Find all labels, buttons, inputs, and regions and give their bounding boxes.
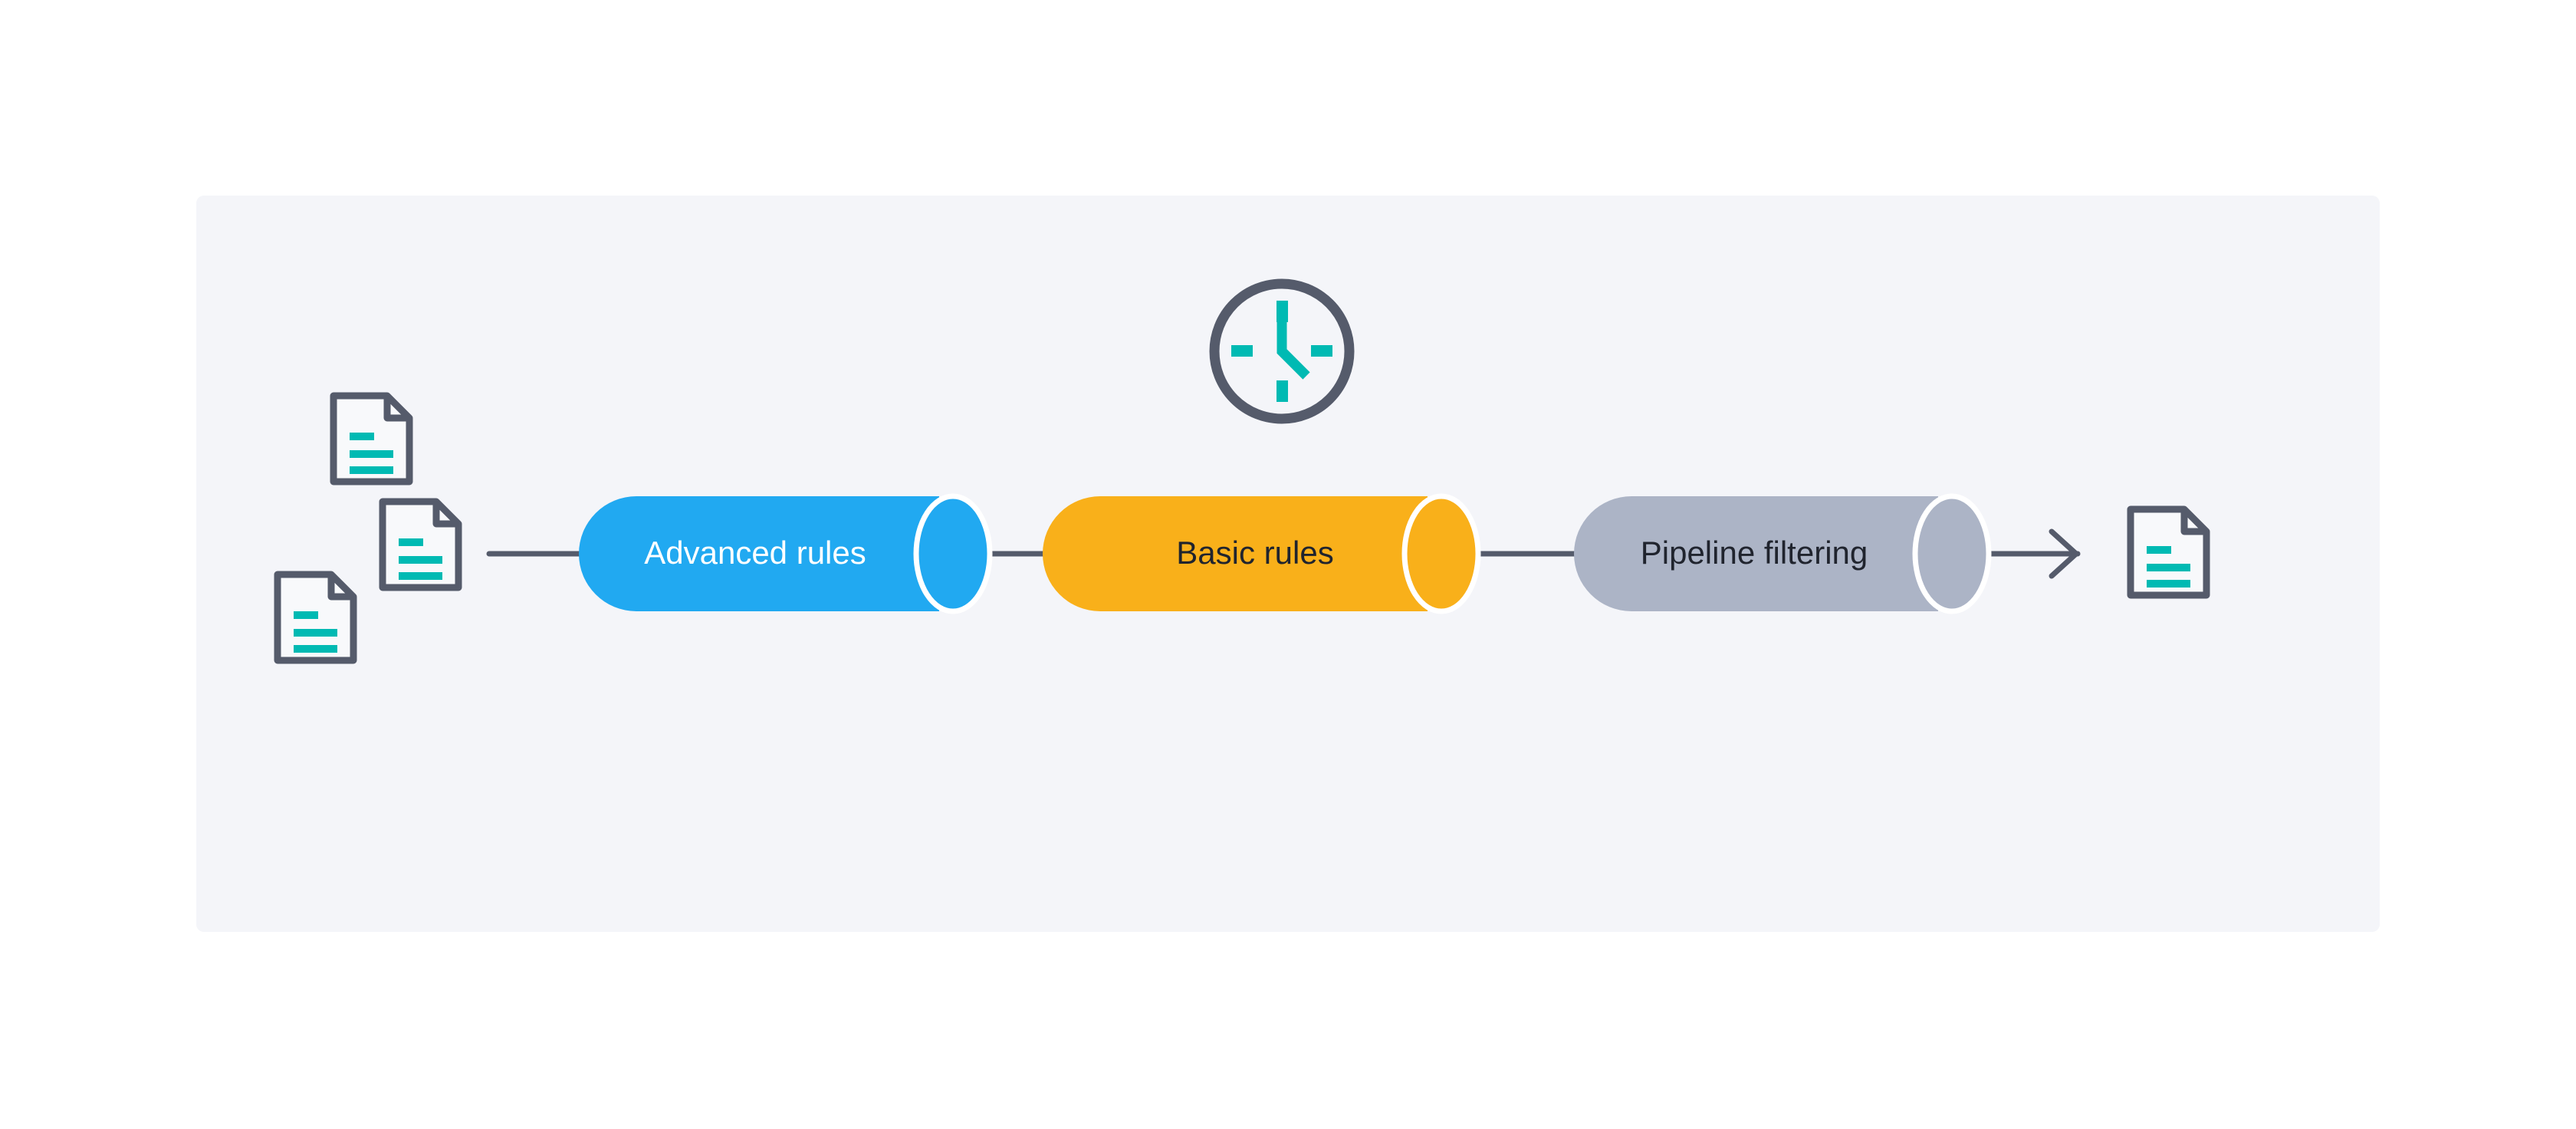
stage-label-advanced-rules: Advanced rules [644, 535, 866, 571]
stage-basic-rules[interactable]: Basic rules [1043, 493, 1481, 614]
stage-label-basic-rules: Basic rules [1176, 535, 1333, 571]
document-fold-icon [383, 396, 409, 422]
cylinder-body [579, 496, 939, 611]
document-line-long-2 [294, 645, 337, 653]
document-fold-icon [327, 574, 353, 601]
cylinder-body [1574, 496, 1938, 611]
document-line-short [399, 538, 423, 546]
document-line-short [2147, 546, 2171, 554]
schedule-clock [1209, 278, 1355, 424]
document-line-long-1 [294, 629, 337, 637]
clock-tick-6 [1276, 380, 1288, 402]
output-document-1 [2127, 505, 2210, 599]
stage-label-pipeline-filtering: Pipeline filtering [1641, 535, 1868, 571]
clock-tick-12 [1276, 301, 1288, 322]
cylinder-cap [913, 493, 993, 614]
cylinder-body [1043, 496, 1428, 611]
cylinder-cap [1912, 493, 1992, 614]
input-document-2 [379, 498, 462, 591]
document-line-long-1 [2147, 564, 2190, 571]
clock-tick-3 [1311, 345, 1332, 357]
document-line-short [294, 611, 318, 619]
cylinder-cap [1401, 493, 1481, 614]
stage-advanced-rules[interactable]: Advanced rules [579, 493, 993, 614]
document-line-long-2 [350, 466, 393, 474]
document-line-long-2 [2147, 580, 2190, 588]
document-line-short [350, 433, 374, 440]
stage-pipeline-filtering[interactable]: Pipeline filtering [1574, 493, 1992, 614]
input-document-3 [274, 571, 357, 664]
clock-hands-icon [1276, 319, 1310, 380]
document-line-long-1 [350, 450, 393, 458]
document-fold-icon [2180, 509, 2206, 535]
arrow-head-icon [2049, 528, 2079, 579]
document-line-long-2 [399, 572, 442, 580]
input-document-1 [330, 392, 413, 486]
clock-tick-9 [1231, 345, 1253, 357]
document-fold-icon [432, 502, 458, 528]
document-line-long-1 [399, 556, 442, 564]
